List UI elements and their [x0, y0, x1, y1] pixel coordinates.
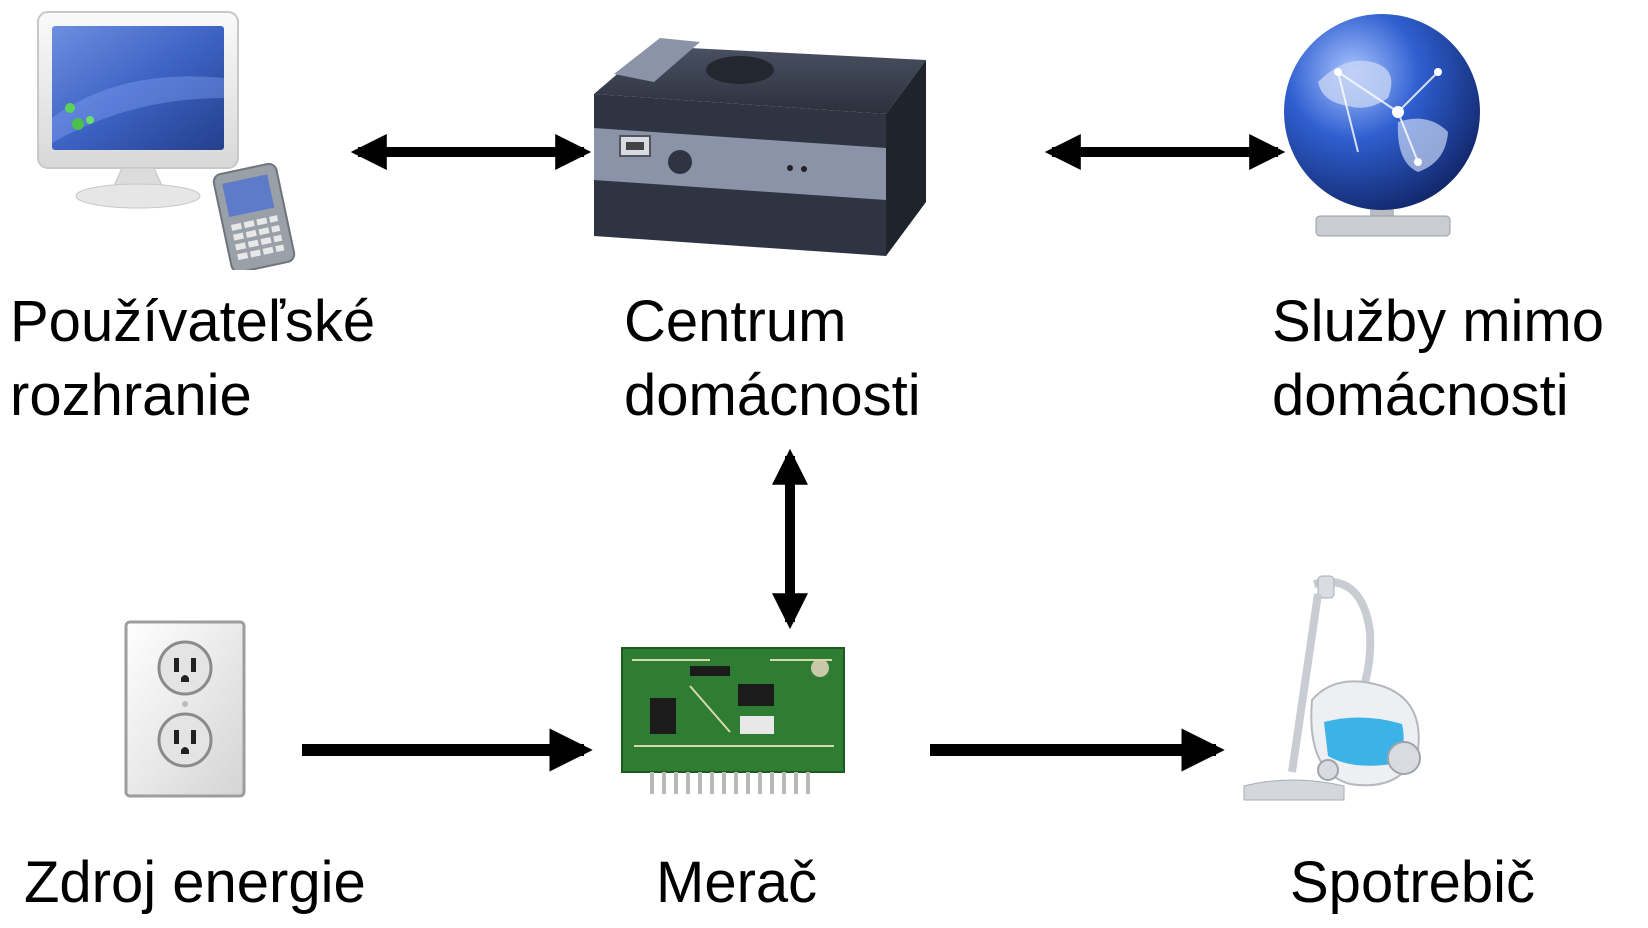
label-appliance: Spotrebič: [1290, 846, 1535, 920]
label-home-center: Centrum domácnosti: [624, 285, 921, 433]
vacuum-cleaner-icon: [1243, 575, 1421, 801]
mini-pc-icon: [594, 38, 926, 256]
label-energy-source-text: Zdroj energie: [24, 850, 366, 915]
circuit-board-icon: [621, 647, 845, 794]
label-meter-text: Merač: [656, 850, 818, 915]
label-home-center-line2: domácnosti: [624, 363, 921, 428]
monitor-and-phone-icon: [37, 11, 296, 270]
power-outlet-icon: [124, 620, 246, 798]
label-energy-source: Zdroj energie: [24, 846, 366, 920]
label-user-interface-line1: Používateľské: [10, 289, 376, 354]
label-appliance-text: Spotrebič: [1290, 850, 1536, 915]
label-home-center-line1: Centrum: [624, 289, 847, 354]
label-meter: Merač: [656, 846, 817, 920]
label-external-services-line1: Služby mimo: [1272, 289, 1604, 354]
label-user-interface-line2: rozhranie: [10, 363, 252, 428]
network-globe-icon: [1284, 14, 1480, 237]
label-user-interface: Používateľské rozhranie: [10, 285, 375, 433]
label-external-services: Služby mimo domácnosti: [1272, 285, 1604, 433]
label-external-services-line2: domácnosti: [1272, 363, 1569, 428]
